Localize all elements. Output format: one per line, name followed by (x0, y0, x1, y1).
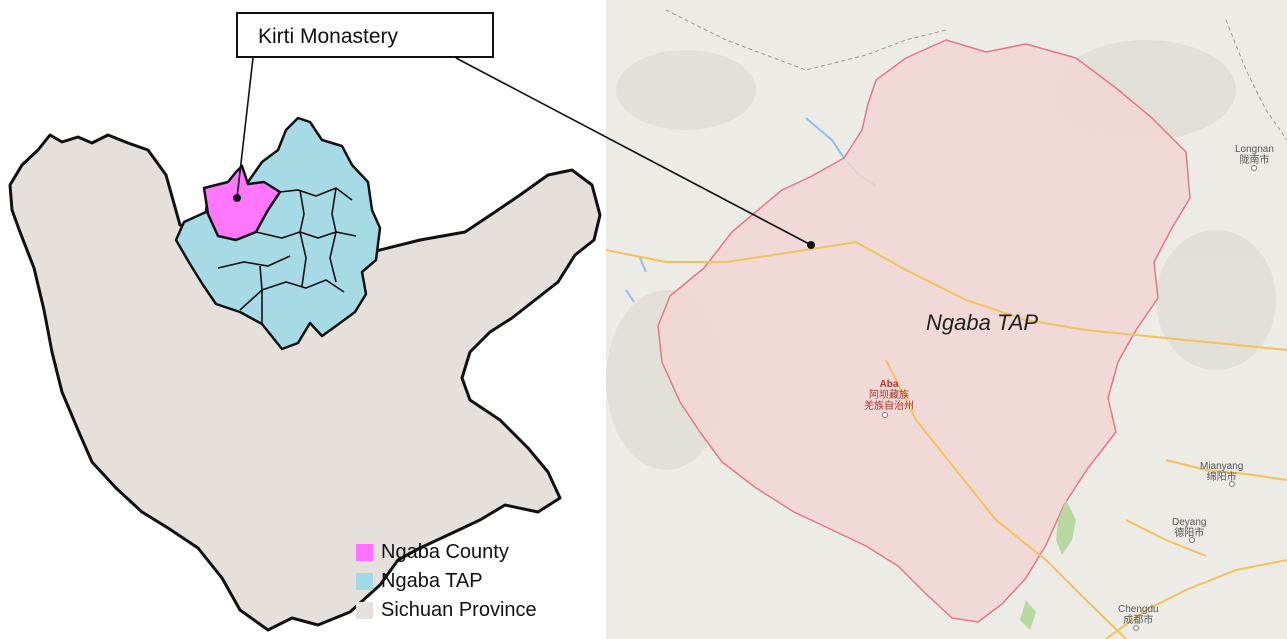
longnan-city-dot (1251, 165, 1257, 171)
kirti-location-marker (807, 241, 815, 249)
chengdu-city-dot (1133, 625, 1139, 631)
tap-county-boundaries (217, 187, 357, 324)
legend-label: Ngaba TAP (381, 570, 483, 592)
legend-item-ngaba-tap: Ngaba TAP (356, 567, 537, 596)
callout-label: Kirti Monastery (258, 25, 399, 48)
green-areas (1020, 500, 1076, 630)
kirti-monastery-marker (233, 194, 241, 202)
ngaba-tap-shape (174, 116, 382, 351)
legend-label: Ngaba County (381, 541, 509, 563)
sichuan-province-shape (8, 133, 602, 632)
sichuan-province-map (8, 116, 602, 632)
legend-swatch (356, 602, 373, 619)
legend-swatch (356, 573, 373, 590)
aba-city-dot (882, 412, 888, 418)
deyang-city-dot (1189, 537, 1195, 543)
city-label-aba: Aba 阿坝藏族 羌族自治州 (864, 379, 914, 412)
legend-label: Sichuan Province (381, 599, 537, 621)
roads (606, 240, 1287, 639)
legend-item-ngaba-county: Ngaba County (356, 538, 537, 567)
provincial-boundaries (665, 9, 1287, 141)
kirti-monastery-callout: Kirti Monastery (236, 12, 494, 58)
mianyang-city-dot (1229, 481, 1235, 487)
ngaba-tap-map-label: Ngaba TAP (926, 310, 1039, 335)
legend-swatch (356, 544, 373, 561)
map-legend: Ngaba County Ngaba TAP Sichuan Province (356, 538, 537, 625)
legend-item-sichuan-province: Sichuan Province (356, 596, 537, 625)
